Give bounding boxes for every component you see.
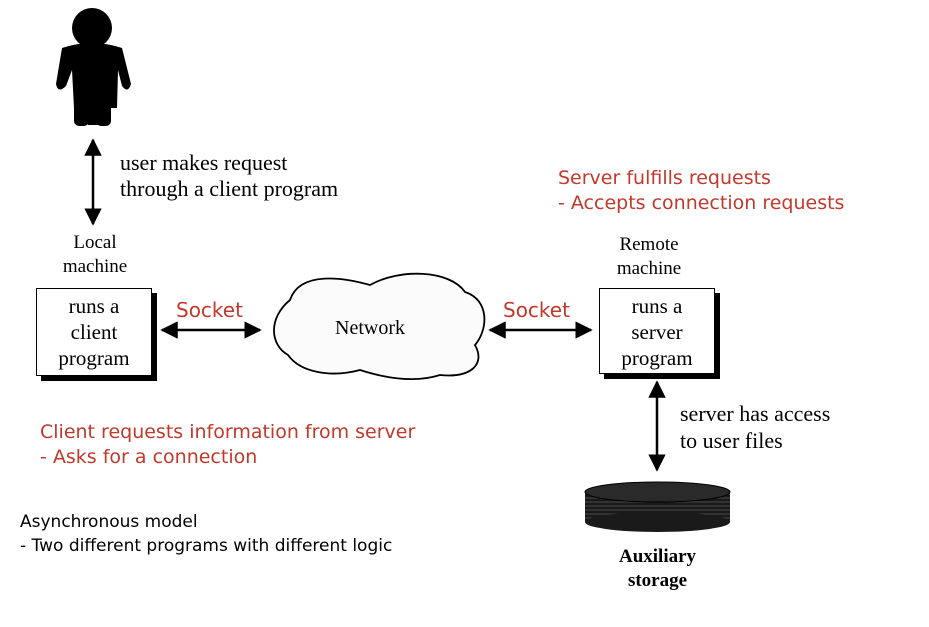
person-icon [56,8,131,126]
server-access-note: server has access to user files [680,400,830,454]
server-box-line-3: program [621,346,693,370]
client-requests-note: Client requests information from server … [40,420,415,470]
user-note-line-2: through a client program [120,176,339,201]
async-note-line-2: - Two different programs with different … [20,536,393,556]
remote-label-line-2: machine [616,258,682,279]
server-box-line-2: server [631,320,683,344]
network-label: Network [335,317,405,339]
client-note-line-1: Client requests information from server [40,421,416,443]
client-box-line-3: program [58,346,130,370]
storage-label-line-1: Auxiliary [618,546,697,567]
client-box-line-2: client [70,320,118,344]
network-cloud-icon [273,272,486,380]
disk-storage-icon [584,481,731,532]
auxiliary-storage-label: Auxiliary storage [585,545,730,593]
user-request-note: user makes request through a client prog… [120,150,338,202]
user-note-line-1: user makes request [120,150,288,175]
server-note-line-2: - Accepts connection requests [558,192,845,214]
local-machine-label: Local machine [40,231,150,279]
server-note-line-1: Server fulfills requests [558,167,771,189]
local-label-line-1: Local [73,232,117,253]
storage-label-line-2: storage [627,570,688,591]
server-program-box: runs a server program [599,288,715,374]
async-note-line-1: Asynchronous model [20,512,198,532]
client-box-line-1: runs a [68,294,120,318]
access-note-line-1: server has access [680,401,831,426]
client-program-box: runs a client program [36,288,152,376]
access-note-line-2: to user files [680,428,783,453]
server-fulfills-note: Server fulfills requests - Accepts conne… [558,166,844,216]
server-box-line-1: runs a [631,294,683,318]
async-model-note: Asynchronous model - Two different progr… [20,510,392,558]
remote-machine-label: Remote machine [594,233,704,281]
remote-label-line-1: Remote [619,234,679,255]
local-label-line-2: machine [62,256,128,277]
client-note-line-2: - Asks for a connection [40,446,258,468]
socket-label-left: Socket [176,298,243,322]
socket-label-right: Socket [503,298,570,322]
